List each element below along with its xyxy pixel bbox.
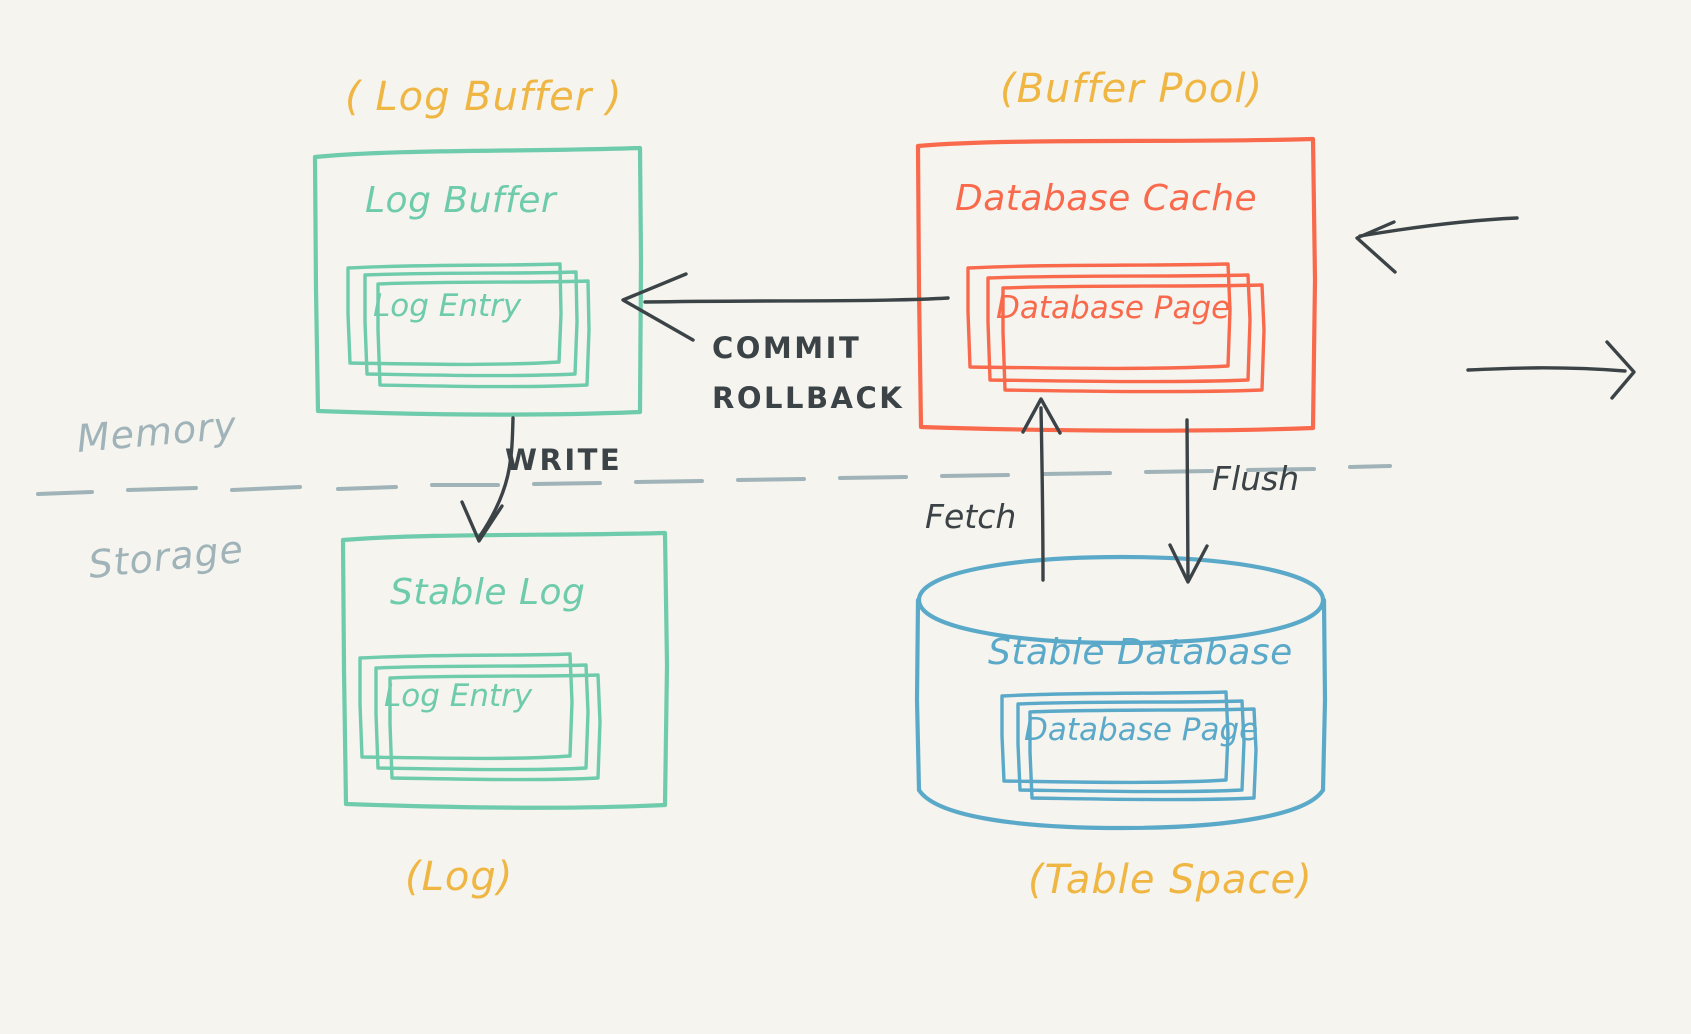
database-page-label: Database Page xyxy=(996,290,1230,326)
stable-database-title: Stable Database xyxy=(988,632,1293,673)
table-space-caption: (Table Space) xyxy=(1028,857,1313,903)
commit-rollback-arrow xyxy=(621,272,950,342)
stable-log-caption: (Log) xyxy=(405,854,513,900)
buffer-pool-box[interactable] xyxy=(915,136,1318,433)
outgoing-response-arrow xyxy=(1466,340,1636,400)
write-arrow xyxy=(460,416,515,543)
stable-database-page-stack[interactable]: Database Page xyxy=(1000,690,1258,802)
stable-database-page-label: Database Page xyxy=(1024,712,1258,748)
incoming-request-arrow xyxy=(1355,216,1519,274)
memory-storage-divider xyxy=(36,464,1392,496)
database-cache-page-stack[interactable]: Database Page xyxy=(966,262,1266,394)
log-buffer-box[interactable] xyxy=(312,145,644,417)
buffer-pool-caption: (Buffer Pool) xyxy=(1000,66,1263,112)
fetch-arrow xyxy=(1021,397,1062,582)
commit-label: COMMIT xyxy=(712,331,861,365)
storage-region-label: Storage xyxy=(86,527,245,587)
stable-log-box[interactable] xyxy=(340,530,670,810)
log-buffer-caption: ( Log Buffer ) xyxy=(345,74,623,120)
memory-region-label: Memory xyxy=(75,403,239,461)
log-buffer-entry-stack[interactable]: Log Entry xyxy=(346,262,591,389)
fetch-label: Fetch xyxy=(925,497,1016,536)
log-buffer-entry-label: Log Entry xyxy=(373,288,522,324)
stable-log-title: Stable Log xyxy=(390,572,585,613)
rollback-label: ROLLBACK xyxy=(712,381,904,415)
flush-arrow xyxy=(1168,418,1209,584)
log-buffer-title: Log Buffer xyxy=(365,180,558,221)
stable-database-cylinder[interactable] xyxy=(914,554,1328,831)
flush-label: Flush xyxy=(1212,459,1299,498)
stable-log-entry-stack[interactable]: Log Entry xyxy=(358,652,602,782)
database-cache-title: Database Cache xyxy=(955,178,1257,219)
write-label: WRITE xyxy=(505,443,622,477)
stable-log-entry-label: Log Entry xyxy=(384,678,533,714)
